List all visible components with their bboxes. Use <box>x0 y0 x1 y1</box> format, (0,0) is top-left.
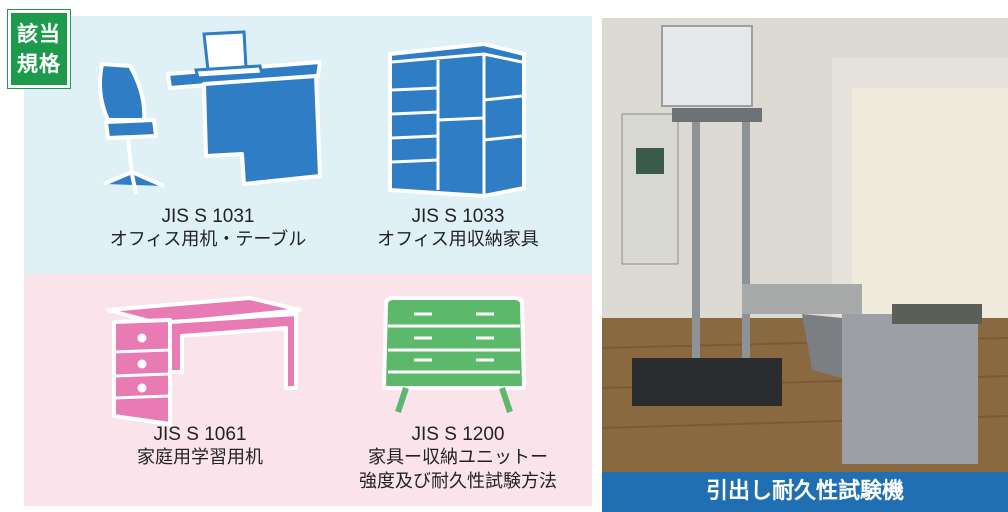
standard-item-1061: JIS S 1061 家庭用学習用机 <box>100 424 300 470</box>
badge-line1: 該当 <box>17 22 61 46</box>
standard-code: JIS S 1031 <box>161 206 255 227</box>
standard-name: 家庭用学習用机 <box>137 447 263 468</box>
office-cabinet-icon <box>388 41 526 199</box>
standard-name-line2: 強度及び耐久性試験方法 <box>359 471 557 492</box>
standard-name-line1: 家具ー収納ユニットー <box>368 447 548 468</box>
photo-caption: 引出し耐久性試験機 <box>602 472 1008 512</box>
standard-item-1200: JIS S 1200 家具ー収納ユニットー 強度及び耐久性試験方法 <box>330 424 586 494</box>
standard-code: JIS S 1061 <box>153 424 247 445</box>
drawer-durability-tester-photo <box>602 18 1008 472</box>
standard-name: オフィス用収納家具 <box>377 229 539 250</box>
study-desk-icon <box>106 296 302 426</box>
standard-code: JIS S 1200 <box>411 424 505 445</box>
drawer-chest-icon <box>381 296 527 413</box>
office-desk-chair-icon <box>98 30 322 195</box>
applicable-standards-badge: 該当 規格 <box>8 10 70 88</box>
standard-name: オフィス用机・テーブル <box>109 229 307 250</box>
standard-item-1033: JIS S 1033 オフィス用収納家具 <box>348 206 568 252</box>
standard-code: JIS S 1033 <box>411 206 505 227</box>
badge-line2: 規格 <box>17 52 61 76</box>
standard-item-1031: JIS S 1031 オフィス用机・テーブル <box>80 206 336 252</box>
